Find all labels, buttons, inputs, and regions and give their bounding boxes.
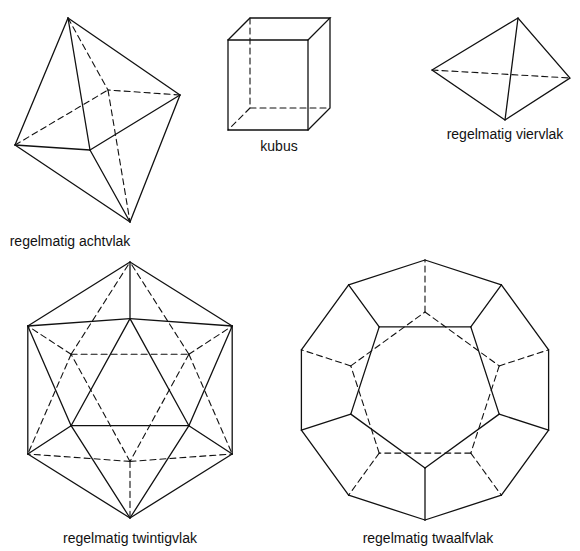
- hidden-edge: [130, 454, 232, 461]
- edge: [28, 426, 71, 454]
- dodecahedron: [301, 260, 548, 520]
- solid-name: regelmatig achtvlak: [10, 233, 131, 249]
- hidden-edge: [130, 354, 189, 461]
- hidden-edge: [351, 366, 379, 453]
- edge: [130, 454, 232, 518]
- edge: [424, 468, 425, 520]
- edge: [130, 319, 189, 426]
- edge: [301, 350, 302, 430]
- edge: [189, 426, 232, 454]
- hidden-edge: [71, 354, 130, 461]
- solid-name: regelmatig twaalfvlak: [363, 530, 494, 546]
- edge: [501, 430, 548, 495]
- edge: [425, 495, 501, 520]
- edge: [130, 262, 232, 326]
- hidden-edge: [130, 262, 189, 354]
- hidden-edge: [189, 354, 232, 454]
- hidden-edge: [471, 453, 502, 495]
- edge: [349, 260, 425, 285]
- edge: [471, 327, 499, 414]
- hidden-edge: [301, 350, 350, 366]
- edge: [28, 319, 130, 326]
- solid-name: kubus: [260, 138, 297, 154]
- tetrahedron: [432, 18, 570, 120]
- cube: [228, 18, 330, 130]
- edge: [351, 414, 425, 468]
- hidden-edge: [349, 453, 380, 495]
- octahedron: [15, 18, 180, 222]
- solid-name: regelmatig twintigvlak: [63, 530, 197, 546]
- hidden-edge: [425, 312, 499, 366]
- edge: [351, 327, 379, 414]
- edge: [425, 260, 501, 285]
- edge: [71, 426, 130, 518]
- edge: [499, 414, 548, 430]
- edge: [301, 414, 350, 430]
- edge: [189, 326, 232, 426]
- edge: [501, 285, 548, 350]
- hidden-edge: [28, 454, 130, 461]
- hidden-edge: [379, 453, 471, 454]
- edge: [130, 319, 232, 326]
- edge: [425, 414, 499, 468]
- hidden-edge: [71, 262, 130, 354]
- edge: [71, 425, 189, 426]
- edge: [130, 426, 189, 518]
- edge: [471, 285, 502, 327]
- edge: [548, 350, 549, 430]
- hidden-edge: [499, 350, 548, 366]
- edge: [129, 262, 130, 319]
- edge: [28, 454, 130, 518]
- edge: [349, 285, 380, 327]
- solid-name: regelmatig viervlak: [447, 126, 564, 142]
- edge: [28, 262, 130, 326]
- edge: [379, 326, 471, 327]
- edge: [232, 326, 233, 454]
- edge: [71, 319, 130, 426]
- edge: [301, 285, 348, 350]
- hidden-edge: [424, 260, 425, 312]
- icosahedron: [28, 262, 232, 518]
- edge: [349, 495, 425, 520]
- edge: [28, 326, 71, 426]
- edge: [27, 326, 28, 454]
- edge: [301, 430, 348, 495]
- hidden-edge: [351, 312, 425, 366]
- hidden-edge: [28, 354, 71, 454]
- hidden-edge: [71, 354, 189, 355]
- hidden-edge: [471, 366, 499, 453]
- hidden-edge: [129, 461, 130, 518]
